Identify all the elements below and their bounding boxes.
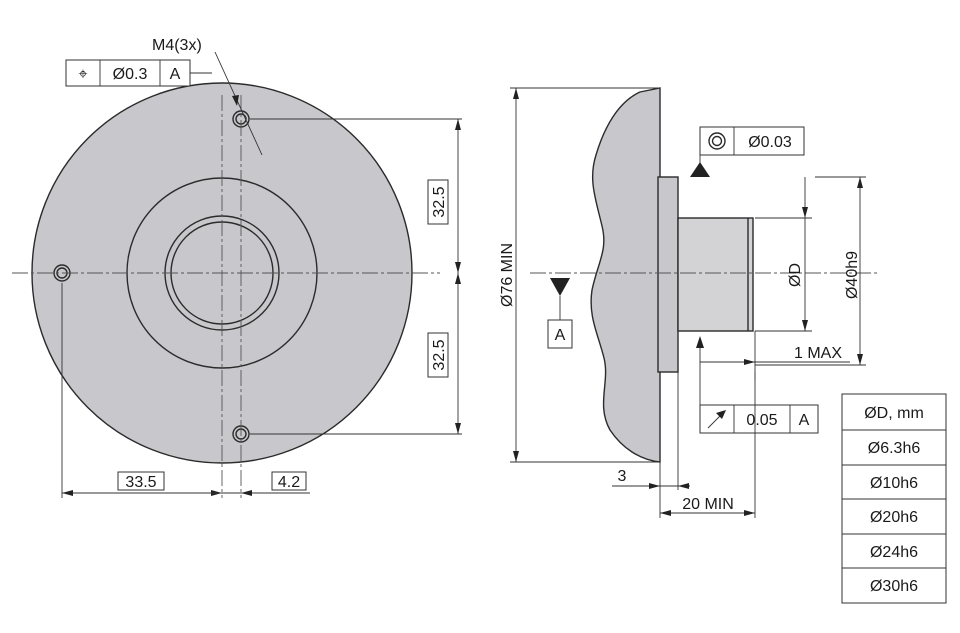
position-tolerance-frame xyxy=(65,59,212,87)
dim-hole-horizontal: 33.5 xyxy=(125,474,156,491)
vertical-hole-dimensions xyxy=(250,118,462,435)
pilot-boss xyxy=(657,176,679,373)
position-datum: A xyxy=(170,66,181,83)
dim-hole-spacing-upper: 32.5 xyxy=(431,186,448,217)
table-header: ØD, mm xyxy=(864,405,924,422)
table-row: Ø20h6 xyxy=(870,509,918,526)
position-symbol-icon: ⌖ xyxy=(78,66,87,83)
shaft xyxy=(677,217,754,332)
flange-section xyxy=(590,87,661,463)
table-row: Ø30h6 xyxy=(870,578,918,595)
table-row: Ø6.3h6 xyxy=(868,440,921,457)
outer-diameter-label: Ø76 MIN xyxy=(499,243,516,307)
pilot-diameter-label: Ø40h9 xyxy=(844,251,861,299)
runout-datum: A xyxy=(799,412,810,429)
outer-diameter-dimension xyxy=(510,87,660,463)
dim-hole-spacing-lower: 32.5 xyxy=(431,339,448,370)
position-tolerance-value: Ø0.3 xyxy=(113,66,148,83)
dim-box-lower xyxy=(427,332,449,378)
shaft-diameter-table: ØD, mm Ø6.3h6 Ø10h6 Ø20h6 Ø24h6 Ø30h6 xyxy=(841,393,947,604)
concentricity-frame xyxy=(690,126,805,177)
shaft-diameter-dimension xyxy=(755,177,812,332)
side-view: Ø76 MIN A Ø0.03 ØD xyxy=(499,87,880,518)
dim-box-horizontal xyxy=(117,471,165,491)
front-view: 32.5 32.5 33.5 4.2 M4(3x) ⌖ Ø xyxy=(12,37,462,498)
hole-callout-leader xyxy=(214,51,263,156)
max-protrusion-label: 1 MAX xyxy=(794,345,842,362)
table-row: Ø10h6 xyxy=(870,475,918,492)
dim-box-upper xyxy=(427,179,449,225)
dim-box-offset xyxy=(271,471,307,491)
hole-callout: M4(3x) xyxy=(152,37,202,54)
length-dimensions xyxy=(612,372,756,518)
max-protrusion-dimension xyxy=(700,331,850,380)
horizontal-hole-dimensions xyxy=(61,283,310,498)
runout-tolerance: 0.05 xyxy=(746,412,777,429)
shaft-diameter-label: ØD xyxy=(787,263,804,287)
concentricity-tolerance: Ø0.03 xyxy=(748,134,792,151)
table-row: Ø24h6 xyxy=(870,544,918,561)
flange-thickness-label: 3 xyxy=(618,468,627,485)
datum-a-symbol xyxy=(547,278,573,349)
datum-a-label: A xyxy=(555,327,566,344)
min-length-label: 20 MIN xyxy=(682,496,734,513)
pilot-diameter-dimension xyxy=(755,176,866,366)
runout-frame xyxy=(696,336,819,434)
dim-hole-offset: 4.2 xyxy=(278,474,300,491)
